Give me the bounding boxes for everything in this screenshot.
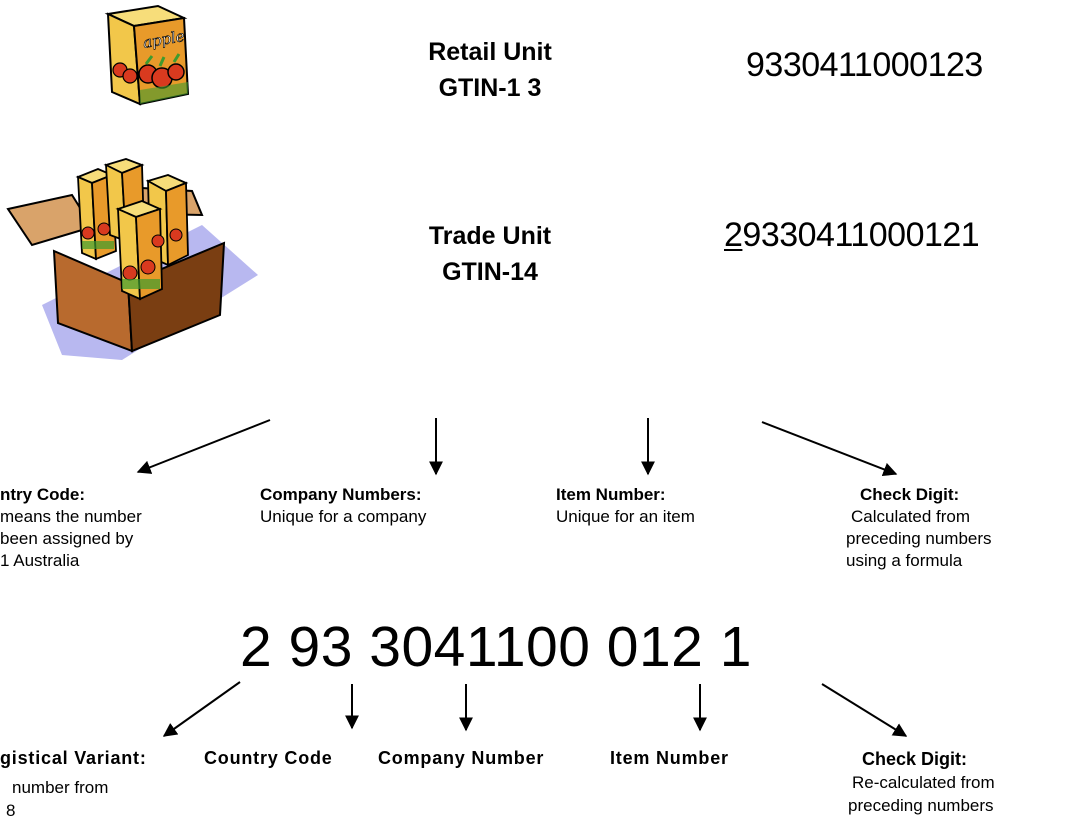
retail-unit-label: Retail Unit — [428, 38, 552, 66]
trade-unit-title: Trade Unit GTIN-14 — [380, 218, 600, 290]
retail-gtin-label: GTIN-1 3 — [438, 74, 542, 102]
company-numbers-heading: Company Numbers: — [260, 485, 422, 504]
retail-gtin-digits: 9330411000123 — [746, 46, 983, 84]
country-code-line: means the number — [0, 507, 142, 526]
bottom-check-digit-line: Re-calculated from — [852, 773, 995, 792]
retail-gtin-number: 9330411000123 — [746, 46, 983, 85]
trade-gtin-label: GTIN-14 — [442, 258, 538, 286]
check-digit-line: preceding numbers — [846, 529, 992, 548]
bottom-item-number-label: Item Number — [610, 748, 729, 768]
arrow-bottom-check — [821, 683, 908, 737]
company-numbers-line: Unique for a company — [260, 507, 427, 526]
arrow-bottom-logistic — [162, 681, 241, 737]
check-digit-description: Check Digit: Calculated from preceding n… — [846, 484, 992, 572]
bottom-check-digit-heading: Check Digit: — [862, 749, 968, 769]
bottom-check-digit-line: preceding numbers — [848, 796, 994, 815]
country-code-line: 1 Australia — [0, 551, 80, 570]
country-code-line: been assigned by — [0, 529, 134, 548]
retail-carton-icon: apple — [96, 4, 196, 108]
gtin-breakdown-number: 2 93 3041100 012 1 — [240, 615, 752, 679]
company-numbers-description: Company Numbers: Unique for a company — [260, 484, 426, 528]
trade-gtin-digits: 9330411000121 — [742, 216, 980, 254]
item-number-description: Item Number: Unique for an item — [556, 484, 695, 528]
trade-gtin-number: 29330411000121 — [724, 216, 980, 255]
check-digit-line: Calculated from — [851, 507, 971, 526]
item-number-line: Unique for an item — [556, 507, 695, 526]
bottom-company-number-label: Company Number — [378, 748, 545, 768]
country-code-description: ntry Code: means the number been assigne… — [0, 484, 142, 572]
retail-unit-title: Retail Unit GTIN-1 3 — [380, 34, 600, 106]
trade-gtin-lead-digit: 2 — [724, 216, 743, 254]
arrow-top-check — [761, 421, 898, 476]
logistic-variant-label: gistical Variant: — [0, 748, 147, 768]
check-digit-line: using a formula — [846, 551, 963, 570]
bottom-country-code-label: Country Code — [204, 748, 333, 768]
country-code-heading: ntry Code: — [0, 485, 85, 504]
trade-box-icon — [2, 155, 260, 360]
check-digit-heading: Check Digit: — [860, 485, 960, 504]
trade-unit-label: Trade Unit — [428, 222, 552, 250]
arrow-top-country — [136, 419, 271, 474]
item-number-heading: Item Number: — [556, 485, 666, 504]
bottom-check-digit-description: Check Digit: Re-calculated from precedin… — [848, 748, 995, 817]
logistic-variant-line: 8 — [6, 801, 16, 820]
logistic-variant-line: number from — [12, 778, 109, 797]
logistic-variant-description: number from 8 — [0, 776, 108, 822]
